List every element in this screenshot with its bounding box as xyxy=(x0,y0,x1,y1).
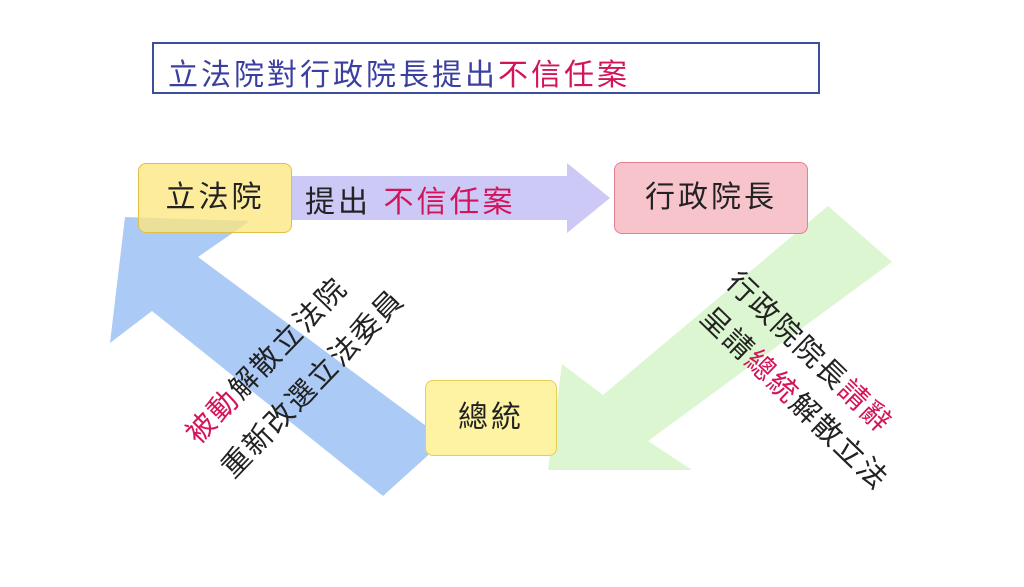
title-box: 立法院對行政院長提出不信任案 xyxy=(152,42,820,94)
purple-arrow xyxy=(292,163,610,233)
president-box: 總統 xyxy=(425,380,557,456)
blue-arrow xyxy=(110,217,445,496)
green-arrow xyxy=(548,206,892,470)
page-title: 立法院對行政院長提出不信任案 xyxy=(168,50,630,94)
title-prefix: 立法院對行政院長提出 xyxy=(168,58,498,93)
premier-box: 行政院長 xyxy=(614,162,808,234)
legislature-box: 立法院 xyxy=(138,163,292,233)
arrow-label-prefix: 提出 xyxy=(305,185,371,220)
arrow-label-highlight: 不信任案 xyxy=(383,185,516,220)
title-highlight: 不信任案 xyxy=(498,58,630,93)
no-confidence-arrow-label: 提出 不信任案 xyxy=(305,177,516,221)
